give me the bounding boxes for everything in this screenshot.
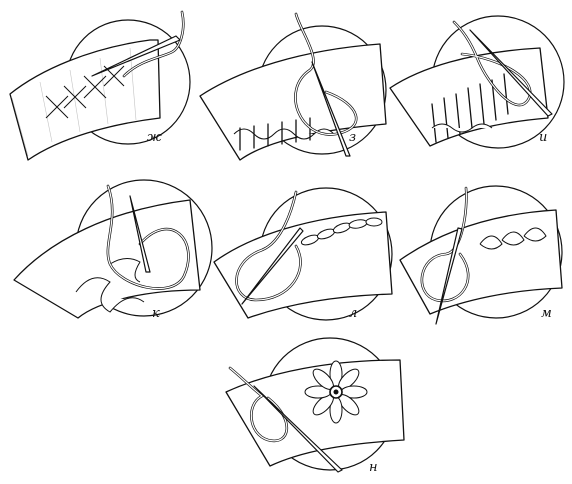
panel-k: к: [13, 179, 213, 321]
panel-k-needle: [129, 195, 151, 273]
panel-k-label: к: [152, 306, 160, 321]
panel-n-flower: [304, 360, 368, 424]
panel-i-needle: [469, 29, 553, 117]
panel-l: л: [213, 187, 393, 321]
panel-i-label: и: [539, 130, 547, 145]
panel-n: н: [225, 337, 405, 475]
panel-i-stitches: [431, 73, 509, 143]
panel-z: з: [199, 12, 387, 161]
panel-m-needle: [435, 227, 463, 325]
panel-m-chain: [479, 227, 547, 250]
panel-k-stitches: [75, 258, 145, 313]
panel-i: и: [389, 15, 565, 149]
panel-l-chain: [300, 217, 383, 246]
panel-zh: ж: [9, 10, 191, 161]
panel-l-fabric: [213, 211, 393, 319]
panel-m-label: м: [541, 306, 552, 321]
panel-z-label: з: [349, 130, 356, 145]
panel-l-needle: [241, 227, 304, 305]
panel-zh-needle: [91, 35, 181, 77]
panel-m: м: [399, 185, 563, 325]
panel-l-label: л: [349, 306, 357, 321]
panel-n-needle: [253, 385, 343, 473]
panel-z-needle: [311, 61, 351, 157]
panel-zh-fabric: [9, 39, 161, 161]
panel-zh-label: ж: [147, 130, 162, 145]
panel-n-label: н: [369, 460, 378, 475]
